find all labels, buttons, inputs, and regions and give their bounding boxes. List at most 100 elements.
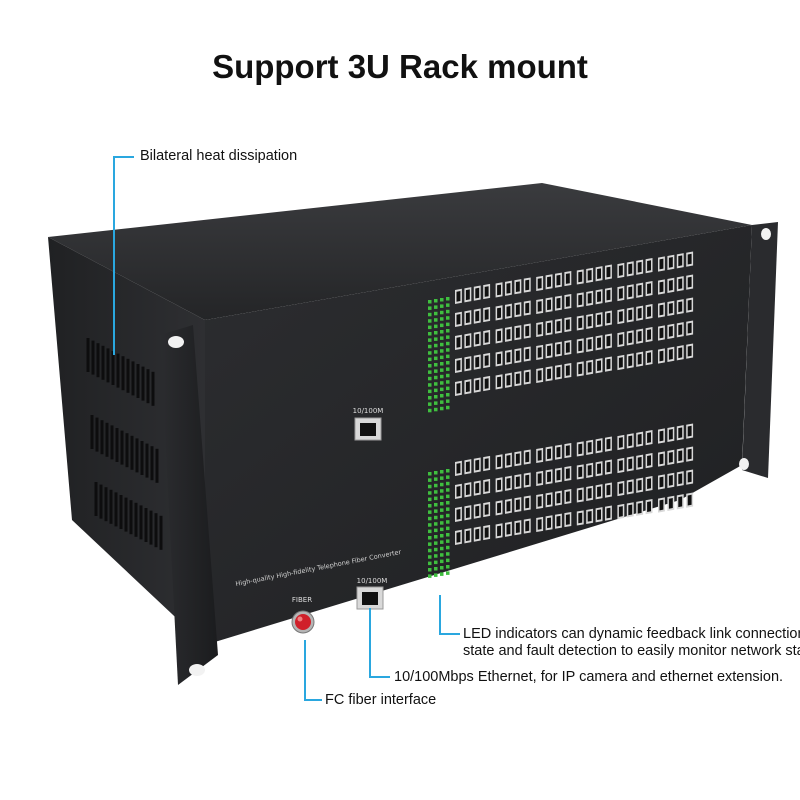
led-indicator (428, 561, 432, 566)
telephone-jack (506, 282, 511, 294)
telephone-jack (618, 460, 623, 471)
led-indicator (440, 482, 444, 487)
led-indicator (434, 509, 438, 513)
telephone-jack (456, 337, 461, 348)
telephone-jack (659, 258, 664, 270)
led-indicator (440, 527, 444, 532)
led-indicator (434, 337, 438, 341)
led-indicator-column-upper (428, 297, 450, 413)
telephone-jack (506, 305, 511, 317)
led-indicator (434, 528, 438, 533)
chassis-top (48, 183, 752, 320)
telephone-jack (618, 506, 623, 517)
callout-led-line1: LED indicators can dynamic feedback link… (463, 626, 800, 642)
led-indicator (446, 399, 450, 403)
telephone-jack (475, 459, 480, 471)
telephone-jack (456, 360, 461, 371)
led-indicator (446, 513, 450, 518)
telephone-jack (606, 289, 611, 301)
led-indicator (440, 394, 444, 398)
telephone-jack (587, 338, 592, 350)
led-indicator (446, 303, 450, 307)
led-indicator (446, 558, 450, 563)
telephone-jack (668, 498, 673, 509)
led-indicator (440, 406, 444, 411)
telephone-jack (618, 311, 623, 322)
telephone-jack (465, 335, 470, 347)
led-indicator (428, 478, 432, 482)
telephone-jack (537, 370, 542, 381)
telephone-jack (465, 289, 470, 301)
telephone-jack (537, 278, 542, 289)
telephone-jack (618, 483, 623, 494)
ethernet-port-lower-label: 10/100M (357, 577, 388, 585)
telephone-jack (637, 456, 642, 468)
led-indicator (434, 477, 438, 481)
led-indicator (428, 319, 432, 323)
telephone-jack (565, 296, 570, 307)
led-indicator (434, 350, 438, 354)
telephone-jack (606, 438, 611, 450)
led-indicator (434, 382, 438, 386)
led-indicator (446, 361, 450, 365)
telephone-jack (678, 347, 683, 359)
telephone-jack (647, 432, 651, 443)
front-panel (205, 225, 752, 645)
led-indicator (440, 514, 444, 519)
led-indicator (434, 490, 438, 494)
telephone-jack (556, 515, 561, 527)
led-indicator (446, 475, 450, 479)
telephone-jack (556, 366, 561, 378)
led-indicator (428, 484, 432, 489)
led-indicator (428, 357, 432, 362)
led-indicator (440, 355, 444, 360)
led-indicator (440, 559, 444, 564)
telephone-jack (687, 425, 692, 437)
led-indicator (440, 566, 444, 570)
telephone-jack (475, 333, 480, 345)
telephone-jack (497, 353, 502, 365)
telephone-jack (547, 276, 551, 288)
led-indicator (440, 349, 444, 353)
telephone-jack (647, 501, 651, 512)
telephone-jack (525, 474, 530, 486)
telephone-jack (537, 519, 542, 530)
telephone-jack (659, 476, 664, 488)
led-indicator (440, 336, 444, 340)
led-indicator (434, 311, 438, 316)
telephone-jack (515, 281, 520, 293)
led-indicator (428, 472, 432, 476)
led-indicator (440, 521, 444, 525)
telephone-jack (515, 350, 520, 362)
led-indicator (428, 504, 432, 508)
telephone-jack (515, 499, 520, 511)
led-indicator (428, 370, 432, 374)
telephone-jack (475, 528, 480, 540)
telephone-jack (597, 463, 601, 475)
telephone-jack (497, 307, 502, 319)
telephone-jack (687, 299, 692, 311)
telephone-jack (565, 342, 570, 353)
telephone-jack (484, 378, 489, 389)
telephone-jack (537, 473, 542, 484)
telephone-jack (497, 376, 502, 388)
telephone-jack (628, 504, 633, 516)
led-indicator (440, 534, 444, 538)
led-indicator (446, 335, 450, 339)
telephone-jack (578, 443, 583, 455)
telephone-jack (606, 507, 611, 519)
led-indicator (440, 546, 444, 551)
telephone-jack (547, 494, 551, 506)
telephone-jack (647, 306, 651, 317)
telephone-jack (678, 450, 683, 462)
led-indicator (428, 376, 432, 381)
telephone-jack (547, 517, 551, 529)
led-indicator (428, 510, 432, 514)
led-indicator (446, 405, 450, 410)
callout-ethernet: 10/100Mbps Ethernet, for IP camera and e… (394, 669, 784, 685)
led-indicator (446, 322, 450, 327)
telephone-jack (525, 302, 530, 314)
led-indicator (434, 496, 438, 501)
telephone-jack (618, 357, 623, 368)
telephone-jack (497, 502, 502, 514)
